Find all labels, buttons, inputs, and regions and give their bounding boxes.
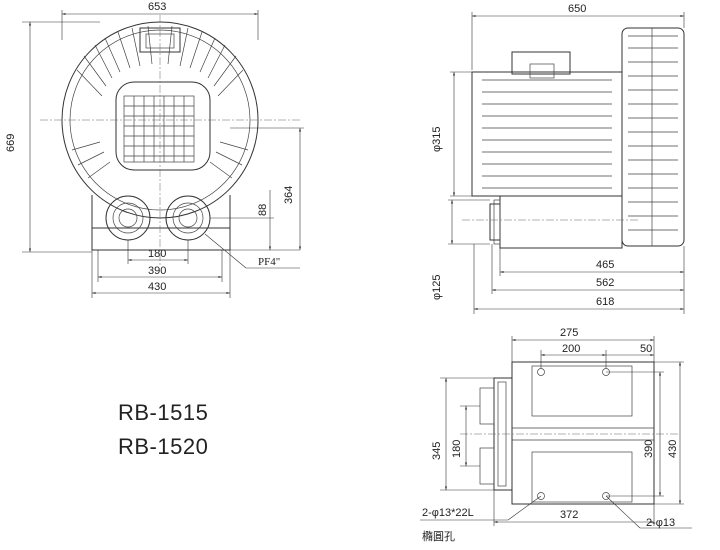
dim-275: 275 [560,327,578,339]
dim-180: 180 [148,248,166,260]
dim-364: 364 [283,186,295,204]
hole-slot-sub: 橢圓孔 [422,529,455,543]
base-view: 275 200 50 345 180 390 430 372 [420,327,692,543]
fan-grille [123,95,195,163]
dim-200: 200 [562,343,580,355]
dim-465: 465 [596,259,614,271]
dim-562: 562 [596,277,614,289]
dim-618: 618 [596,296,614,308]
dim-345: 345 [431,442,443,460]
hole-round-label: 2-φ13 [646,517,675,529]
dim-430-front: 430 [148,281,166,293]
dim-88: 88 [257,204,269,216]
dim-653: 653 [148,1,166,13]
dim-430-base: 430 [667,440,679,458]
port-thread-label: PF4" [258,256,280,268]
dim-372: 372 [560,509,578,521]
front-view: 653 669 364 88 180 390 430 PF4" [5,1,304,298]
housing-fins [71,25,249,179]
dim-669: 669 [5,134,17,152]
model-label-2: RB-1520 [118,434,209,459]
model-label-1: RB-1515 [118,400,209,425]
dim-phi125: φ125 [431,275,443,301]
side-view: 650 φ315 φ125 465 562 618 [431,3,685,314]
inlet-port [105,195,151,241]
hole-slot-label: 2-φ13*22L [422,507,474,519]
dim-390-base: 390 [643,440,655,458]
dim-phi315: φ315 [431,127,443,153]
dim-50: 50 [640,343,652,355]
outlet-port [165,195,211,241]
dim-650: 650 [568,3,586,15]
dim-180-base: 180 [451,440,463,458]
dim-390-front: 390 [148,265,166,277]
